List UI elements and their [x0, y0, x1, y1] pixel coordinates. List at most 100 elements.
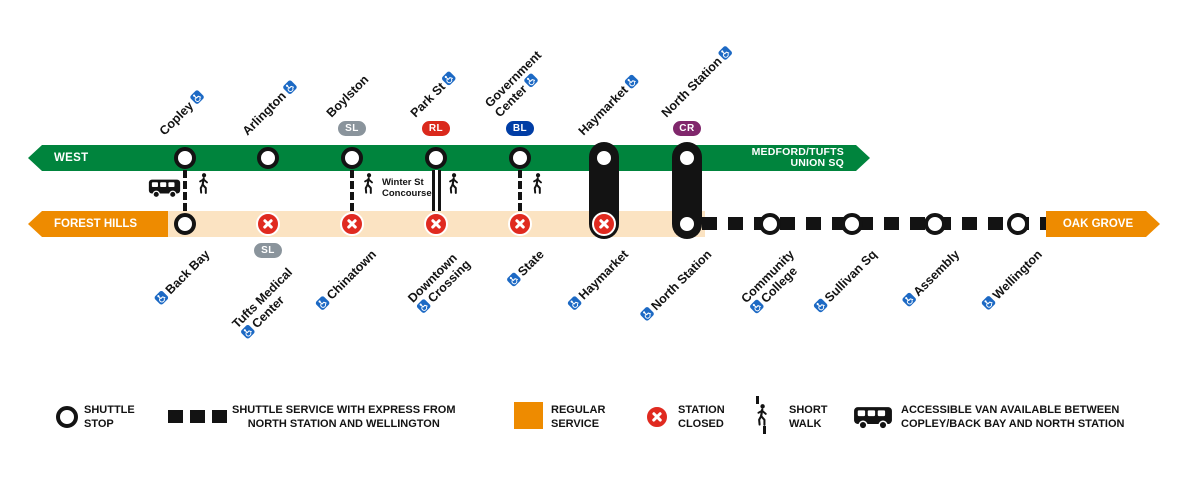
wheelchair-icon — [981, 295, 997, 311]
orange-line-west-band: FOREST HILLS — [28, 211, 168, 237]
line-badge-sl: SL — [254, 243, 282, 258]
van-icon — [854, 407, 892, 430]
walking-person-icon — [533, 173, 542, 194]
walking-person-icon — [196, 173, 210, 199]
closed-station-marker-state — [508, 212, 532, 236]
closed-station-marker-tufts-medical-center — [256, 212, 280, 236]
shuttle-express-segment — [702, 217, 1048, 230]
green-line-band: WEST MEDFORD/TUFTS UNION SQ — [28, 145, 870, 171]
wheelchair-icon — [314, 295, 331, 311]
station-label-sullivan-sq: Sullivan Sq — [812, 247, 879, 315]
wheelchair-icon — [901, 291, 917, 308]
station-label-assembly: Assembly — [901, 247, 962, 309]
winter-st-concourse-label: Winter St Concourse — [382, 177, 432, 199]
walking-person-icon — [757, 404, 767, 426]
line-badge-bl: BL — [506, 121, 534, 136]
orange-line-east-band: OAK GROVE — [1046, 211, 1160, 237]
station-label-chinatown: Chinatown — [314, 247, 380, 313]
line-badge-rl: RL — [422, 121, 450, 136]
walking-person-icon — [530, 173, 544, 199]
wheelchair-icon — [506, 271, 523, 288]
station-label-wellington: Wellington — [981, 247, 1045, 312]
walking-person-icon — [361, 173, 375, 199]
closed-station-marker-downtown-crossing — [424, 212, 448, 236]
green-line-west-label: WEST — [54, 152, 89, 164]
orange-line-west-label: FOREST HILLS — [54, 218, 138, 230]
wheelchair-icon — [239, 323, 256, 340]
green-line-east-label: MEDFORD/TUFTS UNION SQ — [752, 147, 844, 169]
short-walk-connector — [183, 170, 187, 211]
wheelchair-icon — [281, 79, 298, 95]
van-icon — [148, 179, 181, 199]
station-marker-park-st — [425, 147, 447, 169]
walking-person-icon — [449, 173, 458, 194]
wheelchair-icon — [415, 297, 431, 314]
legend-station-closed-icon — [645, 405, 669, 429]
wheelchair-icon — [441, 70, 457, 86]
station-marker-haymarket — [593, 147, 615, 169]
station-label-north-station: North Station — [639, 247, 714, 323]
walking-person-icon — [446, 173, 460, 199]
winter-st-concourse-connector — [432, 170, 441, 211]
legend-accessible-van-icon — [853, 404, 893, 436]
station-marker-arlington — [257, 147, 279, 169]
wheelchair-icon — [522, 72, 539, 89]
station-marker-sullivan-sq — [841, 213, 863, 235]
wheelchair-icon — [748, 298, 765, 314]
legend-shuttle-stop-icon — [56, 406, 78, 428]
dash-segment — [756, 396, 759, 404]
wheelchair-icon — [639, 306, 655, 322]
short-walk-connector — [350, 170, 354, 211]
station-label-copley: Copley — [157, 88, 207, 138]
station-label-haymarket: Haymarket — [576, 72, 642, 138]
green-line-east-label-line1: MEDFORD/TUFTS — [751, 146, 844, 158]
station-label-back-bay: Back Bay — [153, 247, 212, 307]
station-marker-north-station — [676, 213, 698, 235]
short-walk-connector — [518, 170, 522, 211]
station-marker-assembly — [924, 213, 946, 235]
walking-person-icon — [199, 173, 208, 194]
station-label-haymarket: Haymarket — [566, 247, 632, 313]
winter-st-line1: Winter St — [382, 177, 424, 188]
closed-station-marker-haymarket — [592, 212, 616, 236]
station-marker-boylston — [341, 147, 363, 169]
station-marker-north-station — [676, 147, 698, 169]
wheelchair-icon — [812, 297, 829, 314]
green-line-east-label-line2: UNION SQ — [790, 157, 844, 169]
station-label-park-st: Park St — [408, 69, 459, 120]
winter-st-line2: Concourse — [382, 187, 432, 199]
station-label-arlington: Arlington — [240, 78, 300, 138]
line-badge-cr: CR — [673, 121, 701, 136]
station-marker-community-college — [759, 213, 781, 235]
wheelchair-icon — [189, 89, 205, 105]
station-marker-government-center — [509, 147, 531, 169]
walking-person-icon — [364, 173, 373, 194]
station-label-boylston: Boylston — [323, 71, 372, 120]
station-marker-back-bay — [174, 213, 196, 235]
station-marker-wellington — [1007, 213, 1029, 235]
station-label-state: State — [506, 247, 547, 289]
wheelchair-icon — [623, 73, 640, 89]
closed-station-marker-chinatown — [340, 212, 364, 236]
station-label-north-station: North Station — [659, 43, 736, 120]
legend-regular-service-icon — [514, 402, 543, 429]
dash-segment — [763, 426, 766, 434]
legend-shuttle-dashes-icon — [168, 410, 227, 423]
accessible-van-icon — [148, 177, 181, 205]
wheelchair-icon — [566, 295, 583, 311]
station-marker-copley — [174, 147, 196, 169]
line-badge-sl: SL — [338, 121, 366, 136]
legend-short-walk-icon — [754, 396, 769, 434]
wheelchair-icon — [717, 44, 734, 61]
